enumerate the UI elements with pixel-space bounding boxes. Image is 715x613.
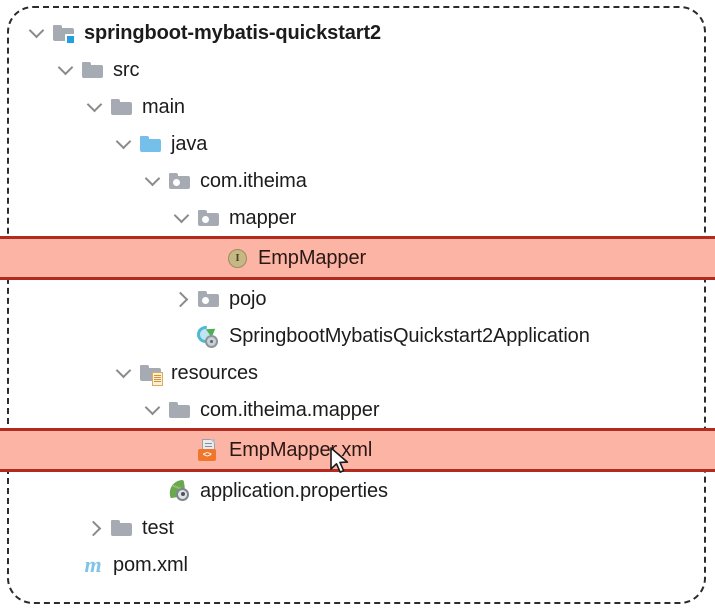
xml-file-icon: <>	[196, 437, 222, 463]
spring-properties-icon	[167, 478, 193, 504]
tree-row-label: pom.xml	[113, 553, 188, 576]
tree-row-label: SpringbootMybatisQuickstart2Application	[229, 324, 590, 347]
tree-row-label: springboot-mybatis-quickstart2	[84, 21, 382, 44]
spring-boot-application-icon	[193, 322, 222, 349]
tree-row-pojo[interactable]: pojo	[0, 280, 715, 317]
tree-row-springboot-mybatis-quickstart2[interactable]: springboot-mybatis-quickstart2	[0, 14, 715, 51]
chevron-down-icon[interactable]	[113, 133, 135, 155]
module-badge-icon	[65, 33, 76, 45]
tree-row-label: EmpMapper	[258, 247, 367, 269]
tree-row-label: test	[142, 516, 174, 539]
tree-row-label: com.itheima	[200, 169, 307, 192]
folder-icon	[80, 57, 106, 83]
folder-icon	[109, 94, 135, 120]
package-folder-icon	[196, 205, 222, 231]
tree-row-main[interactable]: main	[0, 88, 715, 125]
chevron-down-icon[interactable]	[26, 22, 48, 44]
tree-row-empmapper-xml[interactable]: <> EmpMapper.xml	[0, 428, 715, 472]
tree-row-label: resources	[171, 361, 258, 384]
tree-row-label: main	[142, 95, 185, 118]
tree-row-com-itheima[interactable]: com.itheima	[0, 162, 715, 199]
chevron-down-icon[interactable]	[113, 362, 135, 384]
folder-icon	[167, 397, 193, 423]
tree-row-label: java	[171, 132, 208, 155]
source-root-folder-icon	[138, 131, 164, 157]
tree-row-label: EmpMapper.xml	[229, 439, 373, 461]
java-interface-icon: I	[225, 245, 251, 271]
chevron-down-icon[interactable]	[142, 170, 164, 192]
tree-row-label: src	[113, 58, 140, 81]
tree-row-empmapper[interactable]: I EmpMapper	[0, 236, 715, 280]
chevron-right-icon[interactable]	[84, 517, 106, 539]
tree-row-label: mapper	[229, 206, 297, 229]
tree-row-resources[interactable]: resources	[0, 354, 715, 391]
resources-folder-icon	[138, 360, 164, 386]
chevron-down-icon[interactable]	[84, 96, 106, 118]
chevron-right-icon[interactable]	[171, 288, 193, 310]
module-folder-icon	[51, 20, 77, 46]
tree-row-mapper[interactable]: mapper	[0, 199, 715, 236]
chevron-down-icon[interactable]	[171, 207, 193, 229]
tree-row-test[interactable]: test	[0, 509, 715, 546]
chevron-down-icon[interactable]	[142, 399, 164, 421]
tree-row-label: application.properties	[200, 479, 388, 502]
tree-row-label: com.itheima.mapper	[200, 398, 380, 421]
package-folder-icon	[196, 286, 222, 312]
tree-row-application-properties[interactable]: application.properties	[0, 472, 715, 509]
tree-row-label: pojo	[229, 287, 267, 310]
tree-row-java[interactable]: java	[0, 125, 715, 162]
tree-row-springbootmybatisquickstart2application[interactable]: SpringbootMybatisQuickstart2Application	[0, 317, 715, 354]
package-folder-icon	[167, 168, 193, 194]
folder-icon	[109, 515, 135, 541]
chevron-down-icon[interactable]	[55, 59, 77, 81]
tree-row-src[interactable]: src	[0, 51, 715, 88]
tree-row-com-itheima-mapper[interactable]: com.itheima.mapper	[0, 391, 715, 428]
maven-icon: m	[84, 551, 102, 577]
tree-row-pom-xml[interactable]: m pom.xml	[0, 546, 715, 583]
